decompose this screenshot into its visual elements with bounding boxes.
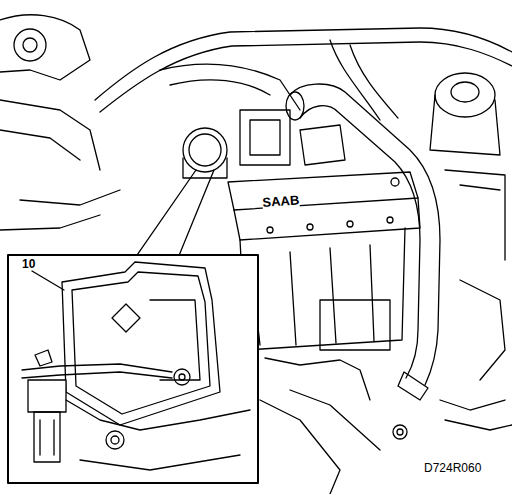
bay-part <box>265 358 370 400</box>
detail-leader <box>135 170 214 258</box>
bay-part <box>0 15 90 80</box>
valve-cover-top <box>228 172 418 210</box>
reservoir <box>430 95 500 155</box>
cross-tube <box>95 28 512 100</box>
cover-rib <box>250 245 374 345</box>
callout-number: 10 <box>22 258 35 270</box>
bay-part <box>14 29 46 61</box>
bay-part <box>445 170 505 260</box>
reservoir-cap <box>451 82 479 102</box>
callout-leader <box>32 271 64 290</box>
wire <box>0 100 100 170</box>
bay-part <box>300 125 345 165</box>
hose-clamp <box>398 372 428 400</box>
vacuum-unit <box>189 134 221 166</box>
vacuum-unit <box>183 128 227 172</box>
inset-connector <box>28 380 250 470</box>
bay-part <box>320 300 390 350</box>
wire <box>0 190 120 230</box>
bolt <box>397 429 403 435</box>
bay-part <box>440 400 512 430</box>
inset-bracket <box>62 262 220 425</box>
hose-end <box>286 92 304 120</box>
logo-text: SAAB <box>262 192 300 210</box>
cross-tube <box>100 42 512 112</box>
wire <box>460 280 505 380</box>
bay-part <box>260 390 380 494</box>
inset-wiring <box>22 350 172 378</box>
bay-part <box>250 120 280 155</box>
wire <box>160 64 300 110</box>
reservoir <box>435 73 495 117</box>
bolt <box>393 425 407 439</box>
figure-code: D724R060 <box>424 462 481 474</box>
valve-cover <box>240 228 405 350</box>
bay-part <box>23 38 37 52</box>
callout-number: 10 <box>22 257 35 271</box>
detail-inset <box>8 255 258 483</box>
logo-text: SAAB <box>262 193 300 209</box>
figure-code: D724R060 <box>424 461 481 475</box>
wire <box>330 40 398 120</box>
vacuum-unit <box>183 158 227 178</box>
bay-part <box>240 110 290 165</box>
